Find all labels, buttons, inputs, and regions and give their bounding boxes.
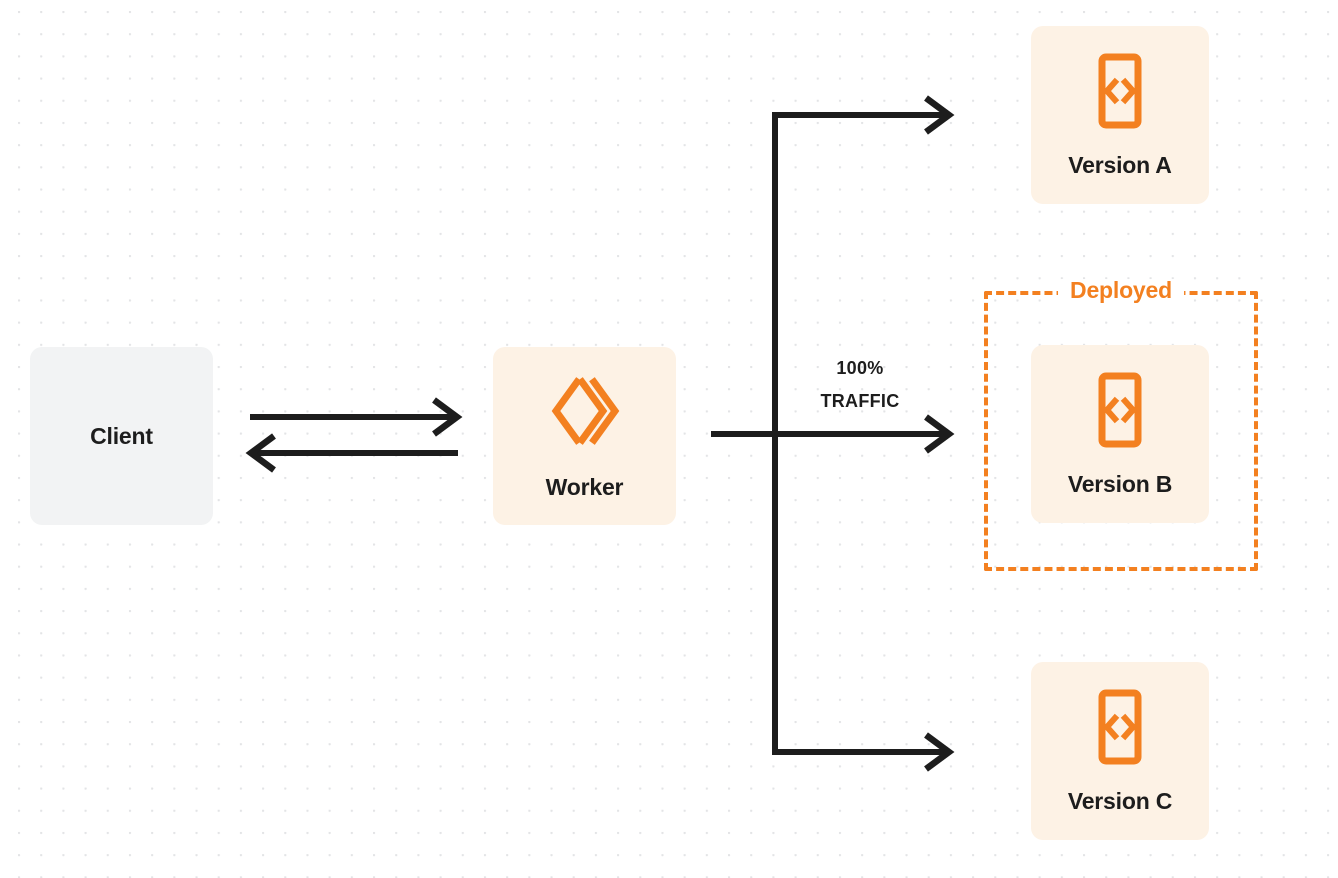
node-version-b-label: Version B: [1067, 471, 1173, 497]
traffic-percent: 100%: [836, 358, 884, 378]
group-deployed-label: Deployed: [1058, 279, 1184, 303]
cloudflare-workers-logo-icon: [547, 373, 623, 454]
node-version-a-label: Version A: [1068, 152, 1172, 178]
node-worker-label: Worker: [545, 474, 624, 500]
node-client-label: Client: [90, 422, 153, 449]
arrow-worker-to-version-c: [772, 732, 955, 772]
arrow-worker-to-client: [245, 433, 458, 473]
group-deployed: Deployed: [984, 279, 1258, 571]
arrow-worker-to-version-a: [772, 95, 955, 135]
traffic-caption: TRAFFIC: [820, 391, 900, 412]
code-document-icon: [1089, 53, 1151, 134]
code-document-icon: [1089, 372, 1151, 453]
node-client[interactable]: Client: [30, 347, 213, 525]
traffic-label: 100% TRAFFIC: [786, 352, 934, 419]
node-version-b[interactable]: Version B: [1031, 345, 1209, 523]
node-version-c[interactable]: Version C: [1031, 662, 1209, 840]
node-version-c-label: Version C: [1067, 788, 1173, 814]
node-version-a[interactable]: Version A: [1031, 26, 1209, 204]
arrow-client-to-worker: [250, 397, 463, 437]
node-worker[interactable]: Worker: [493, 347, 676, 525]
arrow-worker-to-version-b: [711, 414, 955, 454]
code-document-icon: [1089, 689, 1151, 770]
